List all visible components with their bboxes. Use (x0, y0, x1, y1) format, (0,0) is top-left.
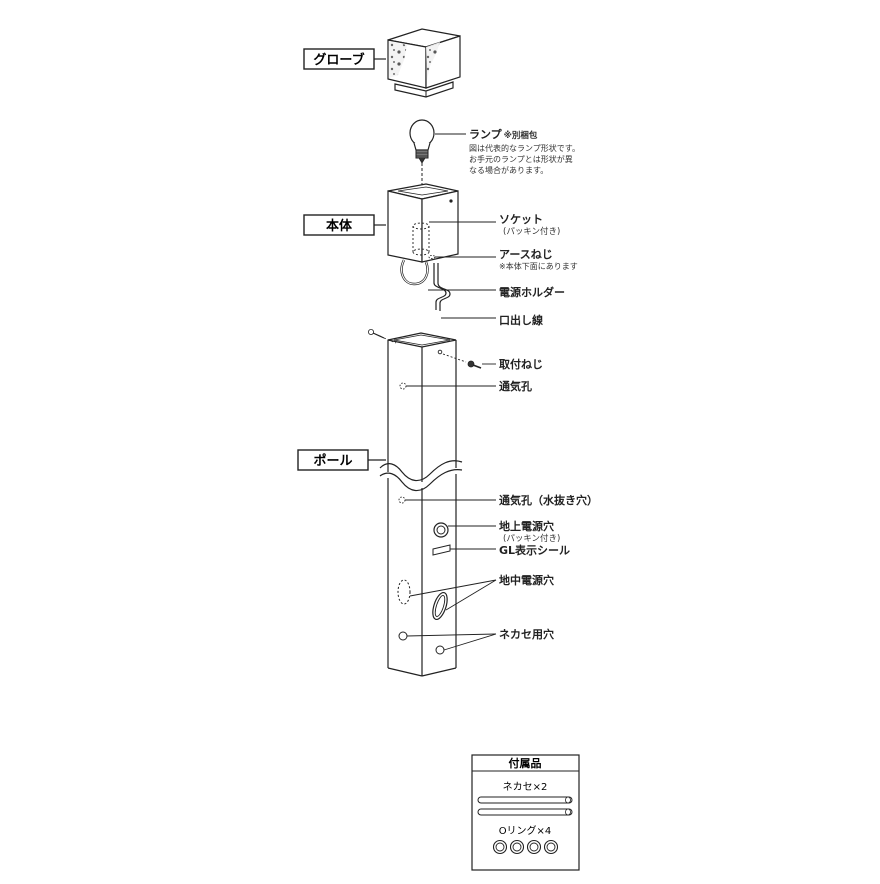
label-power-holder: 電源ホルダー (499, 285, 565, 299)
label-lead-wire: 口出し線 (499, 313, 543, 327)
section-label-pole: ポール (313, 453, 352, 469)
callout-socket: ソケット (パッキン付き) (429, 213, 560, 237)
label-earth-screw-sub: ※本体下面にあります (499, 261, 578, 271)
label-vent-hole: 通気孔 (499, 379, 532, 393)
lamp-desc-3: なる場合があります。 (469, 165, 548, 175)
lamp-desc-1: 図は代表的なランプ形状です。 (469, 143, 580, 153)
label-ground-power-hole-sub: (パッキン付き) (503, 533, 560, 544)
callout-vent-hole: 通気孔 (406, 379, 532, 393)
callout-nut-hole: ネカセ用穴 (406, 627, 554, 651)
callout-vent-hole-drain: 通気孔（水抜き穴） (405, 493, 598, 507)
accessory-item-nut: ネカセ×2 (503, 781, 548, 793)
label-gl-sticker: GL表示シール (499, 543, 570, 557)
label-vent-hole-drain: 通気孔（水抜き穴） (499, 493, 598, 507)
callout-underground-power-hole: 地中電源穴 (409, 573, 554, 611)
svg-text:ランプ※別梱包: ランプ※別梱包 (469, 127, 538, 141)
nut-rod-icon (477, 796, 573, 816)
section-tag-pole: ポール (297, 449, 386, 471)
accessories-title: 付属品 (509, 756, 542, 770)
callout-power-holder: 電源ホルダー (428, 285, 565, 299)
label-lamp: ランプ (469, 127, 503, 141)
label-socket: ソケット (499, 213, 543, 226)
globe-drawing (387, 28, 461, 98)
accessory-item-oring: Oリング×4 (499, 824, 552, 837)
label-lamp-note: ※別梱包 (504, 130, 538, 141)
label-mounting-screw: 取付ねじ (499, 357, 543, 371)
label-underground-power-hole: 地中電源穴 (499, 573, 554, 587)
callout-ground-power-hole: 地上電源穴 (パッキン付き) (448, 519, 560, 544)
section-label-body: 本体 (326, 218, 353, 234)
label-ground-power-hole: 地上電源穴 (499, 519, 554, 533)
section-tag-body: 本体 (303, 214, 386, 236)
accessories-box: 付属品 ネカセ×2 Oリング×4 (471, 754, 580, 871)
callout-lamp: ランプ※別梱包 図は代表的なランプ形状です。 お手元のランプとは形状が異 なる場… (435, 127, 580, 175)
callout-mounting-screw: 取付ねじ (482, 357, 543, 371)
section-label-globe: グローブ (313, 52, 364, 68)
label-socket-sub: (パッキン付き) (503, 226, 560, 237)
left-screw-icon (367, 328, 385, 339)
label-earth-screw: アースねじ (499, 248, 553, 261)
callout-lead-wire: 口出し線 (441, 313, 543, 327)
lamp-drawing (409, 119, 435, 190)
section-tag-globe: グローブ (303, 48, 386, 70)
label-nut-hole: ネカセ用穴 (499, 627, 554, 641)
body-drawing (387, 183, 459, 311)
lamp-desc-2: お手元のランプとは形状が異 (469, 154, 573, 164)
pole-drawing (367, 328, 482, 677)
mounting-screw-icon (467, 360, 482, 369)
o-ring-icon (492, 839, 559, 855)
callout-earth-screw: アースねじ ※本体下面にあります (435, 248, 578, 271)
callout-gl-sticker: GL表示シール (450, 543, 570, 557)
